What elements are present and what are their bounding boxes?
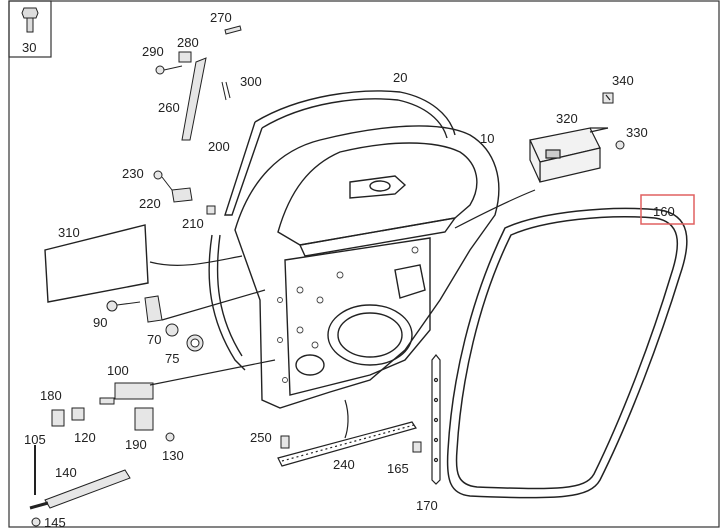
label-130: 130	[162, 448, 184, 463]
lower-molding	[277, 421, 417, 467]
label-220: 220	[139, 196, 161, 211]
label-190: 190	[125, 437, 147, 452]
label-160: 160	[653, 204, 675, 219]
leader-lines	[149, 94, 611, 439]
label-340: 340	[612, 73, 634, 88]
vertical-seal-strip	[431, 354, 441, 485]
control-module	[529, 127, 609, 183]
label-210: 210	[182, 216, 204, 231]
part-labels: 270 290 280 300 20 260 200 10 340 320 33…	[24, 10, 675, 529]
window-glass	[44, 224, 149, 303]
door-shell-holes	[277, 246, 419, 383]
label-230: 230	[122, 166, 144, 181]
door-seal	[446, 207, 688, 499]
label-105: 105	[24, 432, 46, 447]
label-180: 180	[40, 388, 62, 403]
door-shell	[234, 125, 500, 409]
label-310: 310	[58, 225, 80, 240]
label-145: 145	[44, 515, 66, 529]
inset-bolt-icon	[21, 7, 39, 33]
label-240: 240	[333, 457, 355, 472]
label-165: 165	[387, 461, 409, 476]
label-290: 290	[142, 44, 164, 59]
label-120: 120	[74, 430, 96, 445]
label-20: 20	[393, 70, 407, 85]
label-260: 260	[158, 100, 180, 115]
label-300: 300	[240, 74, 262, 89]
label-270: 270	[210, 10, 232, 25]
label-100: 100	[107, 363, 129, 378]
small-parts	[29, 25, 625, 527]
diagram-border	[8, 0, 720, 528]
highlight-box	[640, 194, 695, 225]
label-200: 200	[208, 139, 230, 154]
window-frame-trim	[208, 90, 456, 371]
label-10: 10	[480, 131, 494, 146]
label-330: 330	[626, 125, 648, 140]
label-280: 280	[177, 35, 199, 50]
label-250: 250	[250, 430, 272, 445]
label-90: 90	[93, 315, 107, 330]
label-140: 140	[55, 465, 77, 480]
label-75: 75	[165, 351, 179, 366]
inset-box	[8, 0, 52, 58]
label-170: 170	[416, 498, 438, 513]
label-70: 70	[147, 332, 161, 347]
inset-label: 30	[22, 40, 36, 55]
label-320: 320	[556, 111, 578, 126]
